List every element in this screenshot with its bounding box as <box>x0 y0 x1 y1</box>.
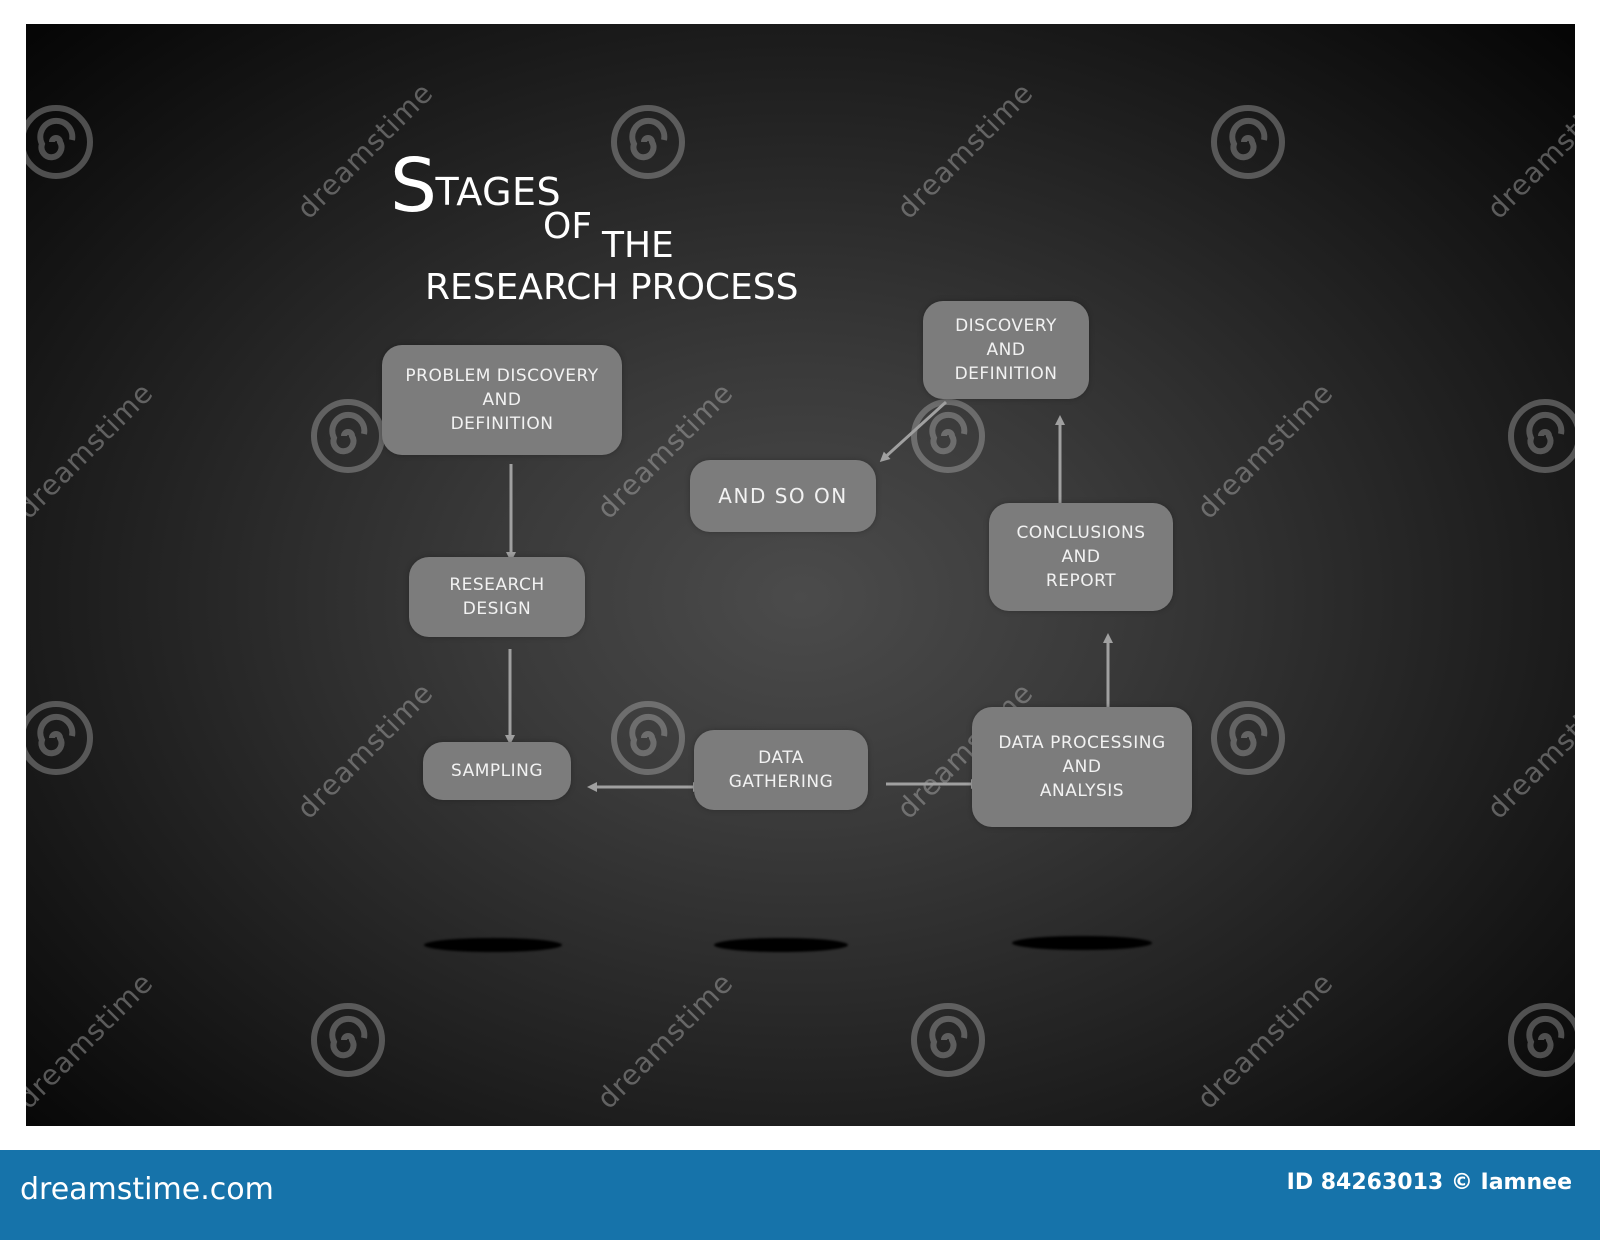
footer-logo[interactable]: dreamstime.com <box>20 1172 274 1207</box>
floor-shadow <box>424 938 562 952</box>
title-the: THE <box>602 225 674 266</box>
node-data-processing: DATA PROCESSING AND ANALYSIS <box>972 707 1192 827</box>
floor-shadow <box>714 938 848 952</box>
chalkboard-background: dreamstime dreamstime dreamstime dreamst… <box>26 24 1575 1126</box>
node-discovery: DISCOVERY AND DEFINITION <box>923 301 1089 399</box>
title-research-process: RESEARCH PROCESS <box>425 267 799 308</box>
node-problem-discovery: PROBLEM DISCOVERY AND DEFINITION <box>382 345 622 455</box>
title-of: OF <box>543 206 593 247</box>
title-stages-rest: TAGES <box>435 170 562 214</box>
floor-shadow <box>1012 936 1152 950</box>
arrow-discovery-to-andsoon <box>879 400 948 463</box>
node-and-so-on: AND SO ON <box>690 460 876 532</box>
node-sampling: SAMPLING <box>423 742 571 800</box>
connector-arrows <box>505 400 1113 792</box>
footer-bar: dreamstime.com ID 84263013 © Iamnee <box>0 1150 1600 1240</box>
title-stages-initial: S <box>390 143 438 229</box>
node-research-design: RESEARCH DESIGN <box>409 557 585 637</box>
node-data-gathering: DATA GATHERING <box>694 730 868 810</box>
node-conclusions: CONCLUSIONS AND REPORT <box>989 503 1173 611</box>
footer-image-id: ID 84263013 © Iamnee <box>1286 1170 1572 1195</box>
title-stages: STAGES <box>390 149 561 223</box>
